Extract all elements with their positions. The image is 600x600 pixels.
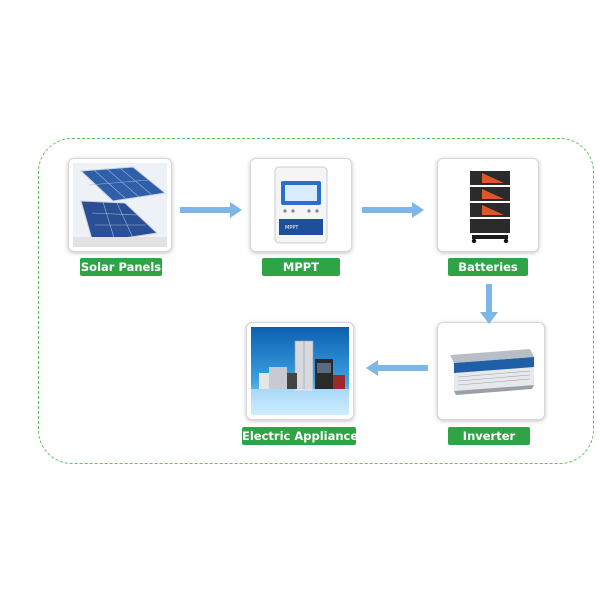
- arrow-solar-to-mppt: [180, 202, 242, 218]
- diagram-frame: [38, 138, 594, 464]
- node-label-mppt: MPPT: [262, 258, 340, 276]
- battery-stack-image: [442, 163, 534, 247]
- node-label-solar-panels: Solar Panels: [80, 258, 162, 276]
- node-label-batteries: Batteries: [448, 258, 528, 276]
- node-label-inverter: Inverter: [448, 427, 530, 445]
- mppt-device-text: MPPT: [285, 225, 299, 231]
- arrow-mppt-to-batteries: [362, 202, 424, 218]
- mppt-card: MPPT: [250, 158, 352, 252]
- arrow-batteries-to-inverter: [480, 284, 498, 324]
- mppt-controller-image: MPPT: [255, 163, 347, 247]
- inverter-image: [442, 327, 540, 415]
- node-label-electric-appliance: Electric Appliance: [242, 427, 359, 445]
- inverter-card: [437, 322, 545, 420]
- electric-appliance-image: [251, 327, 349, 415]
- arrow-inverter-to-appliance: [366, 360, 428, 376]
- batteries-card: [437, 158, 539, 252]
- solar-panels-card: [68, 158, 172, 252]
- solar-panel-image: [73, 163, 167, 247]
- electric-appliance-card: [246, 322, 354, 420]
